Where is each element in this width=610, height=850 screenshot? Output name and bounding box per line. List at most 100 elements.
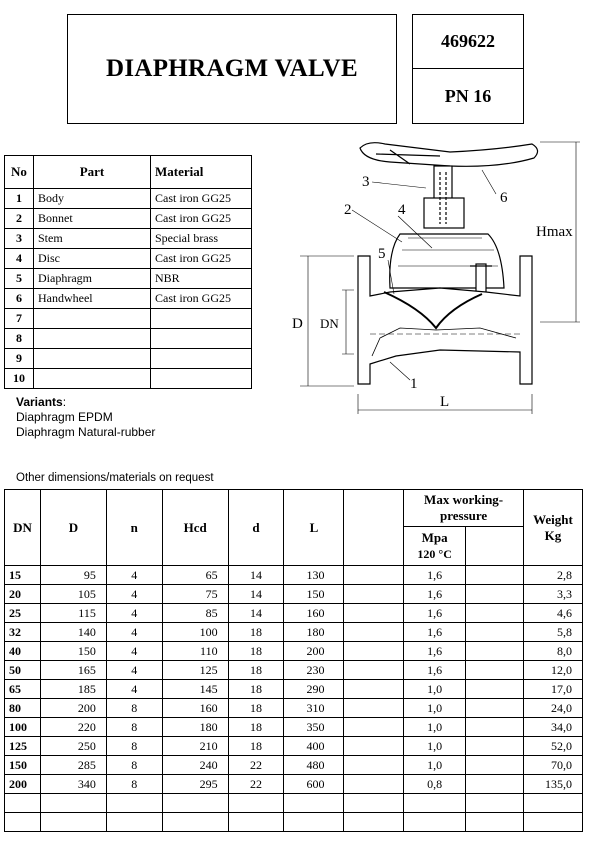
col-blank2 [465,526,524,566]
cell-dn [4,793,41,813]
cell-d: 105 [39,584,107,604]
bonnet-shape [389,233,505,289]
part-name [33,368,151,389]
cell-blank [465,755,524,775]
parts-row: 10 [4,368,252,389]
cell-dn: 80 [4,698,41,718]
cell-hcd: 85 [161,603,229,623]
part-material [150,308,252,329]
cell-weight [522,793,584,813]
cell-l [283,793,345,813]
cell-dd: 18 [227,717,285,737]
cell-blank [343,774,405,794]
col-d: D [39,489,107,566]
cell-n: 4 [105,679,163,699]
cell-l: 480 [283,755,345,775]
cell-mpa: 1,6 [403,584,467,604]
part-material: Cast iron GG25 [150,188,252,209]
cell-hcd [161,812,229,832]
part-number: 3 [4,228,34,249]
cell-dd [227,793,285,813]
cell-blank [465,565,524,585]
pressure-rating: PN 16 [444,85,492,106]
code-box: 469622 PN 16 [412,14,524,124]
cell-d: 115 [39,603,107,623]
part-name: Bonnet [33,208,151,229]
cell-l: 600 [283,774,345,794]
diaphragm-shape [383,291,483,330]
part-number: 6 [4,288,34,309]
cell-blank [465,660,524,680]
cell-weight: 52,0 [522,736,584,756]
valve-drawing: 3 6 2 4 5 1 Hmax D DN L [292,141,580,414]
cell-n: 4 [105,622,163,642]
cell-blank [343,679,405,699]
cell-dn: 20 [4,584,41,604]
cell-weight: 12,0 [522,660,584,680]
cell-hcd: 180 [161,717,229,737]
cell-d [39,812,107,832]
cell-n [105,793,163,813]
cell-weight: 5,8 [522,622,584,642]
cell-hcd: 210 [161,736,229,756]
label-d: D [292,316,303,332]
dimensions-row [4,812,584,832]
dims-subheader-row: Mpa 120 °C [5,526,583,566]
cell-blank [465,584,524,604]
col-dn: DN [4,489,41,566]
cell-hcd: 75 [161,584,229,604]
cell-mpa: 1,6 [403,565,467,585]
cell-dd: 22 [227,755,285,775]
cell-blank [343,755,405,775]
cell-blank [343,584,405,604]
cell-dd: 14 [227,603,285,623]
cell-n [105,812,163,832]
cell-blank [343,736,405,756]
variant-item: Diaphragm Natural-rubber [16,425,156,439]
cell-dd [227,812,285,832]
cell-dn: 150 [4,755,41,775]
part-name [33,348,151,369]
col-l: L [283,489,345,566]
part-material [150,368,252,389]
cell-n: 8 [105,774,163,794]
temp-label: 120 °C [417,547,452,561]
cell-blank [343,660,405,680]
cell-dd: 18 [227,641,285,661]
title-box: DIAPHRAGM VALVE [67,14,397,124]
cell-blank [343,565,405,585]
cell-weight: 3,3 [522,584,584,604]
part-material [150,348,252,369]
col-blank [343,489,405,566]
cell-d: 95 [39,565,107,585]
cell-hcd: 100 [161,622,229,642]
cell-mpa: 1,6 [403,660,467,680]
cell-n: 8 [105,717,163,737]
part-number: 5 [4,268,34,289]
variant-item: Diaphragm EPDM [16,410,113,424]
parts-col-no: No [4,155,34,189]
cell-dn: 100 [4,717,41,737]
parts-col-part: Part [33,155,151,189]
dimensions-row [4,793,584,813]
cell-l: 350 [283,717,345,737]
cell-weight: 70,0 [522,755,584,775]
cell-n: 4 [105,584,163,604]
cell-hcd: 110 [161,641,229,661]
cell-blank [343,717,405,737]
cell-blank [343,603,405,623]
cell-dd: 22 [227,774,285,794]
cell-weight: 24,0 [522,698,584,718]
col-pressure: Max working-pressure [403,489,524,527]
cell-dn: 25 [4,603,41,623]
document-title: DIAPHRAGM VALVE [106,55,358,82]
cell-blank [465,641,524,661]
part-number: 7 [4,308,34,329]
cell-n: 8 [105,698,163,718]
